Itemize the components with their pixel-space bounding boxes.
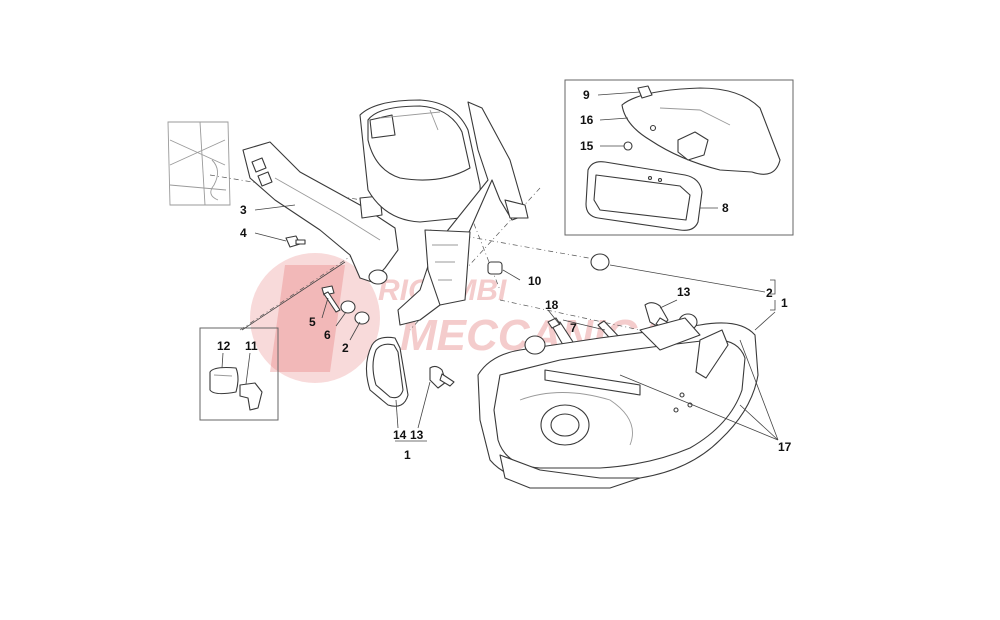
windscreen-fairing — [359, 99, 481, 223]
callout-12: 12 — [217, 339, 231, 353]
callout-4: 4 — [240, 226, 247, 240]
spacer-2-right — [590, 253, 610, 271]
rubber-grommet-10 — [487, 261, 503, 275]
callout-1-left: 1 — [404, 448, 411, 462]
headlight-bulb-housing-14 — [365, 336, 409, 407]
mounting-bracket — [242, 141, 399, 285]
callout-1-right: 1 — [781, 296, 788, 310]
callout-2-right: 2 — [766, 286, 773, 300]
callout-15: 15 — [580, 139, 594, 153]
screw-9 — [637, 85, 653, 99]
callout-labels: 9 16 15 8 3 4 10 2 1 13 18 7 5 6 2 12 11… — [217, 88, 792, 462]
callout-2-left: 2 — [342, 341, 349, 355]
callout-11: 11 — [245, 339, 258, 353]
callout-6: 6 — [324, 328, 331, 342]
frame-background-detail — [167, 121, 231, 206]
bulb-13-left — [429, 365, 455, 389]
watermark-disc — [250, 253, 380, 383]
callout-13-left: 13 — [410, 428, 424, 442]
screw-set-5-6-2 — [321, 285, 370, 325]
inset-box-instrument — [564, 79, 794, 236]
instrument-panel-8 — [585, 161, 703, 231]
callout-7: 7 — [570, 321, 577, 335]
callout-18: 18 — [545, 298, 559, 312]
callout-8: 8 — [722, 201, 729, 215]
callout-9: 9 — [583, 88, 590, 102]
side-reflector-12 — [209, 366, 239, 395]
callout-16: 16 — [580, 113, 594, 127]
callout-5: 5 — [309, 315, 316, 329]
instrument-cover-16 — [621, 87, 781, 175]
bolt-4 — [285, 235, 306, 248]
inset-box-reflector — [199, 327, 279, 421]
leader-lines — [221, 91, 779, 442]
nut-15 — [623, 141, 633, 151]
reflector-bracket-11 — [239, 382, 263, 411]
callout-13-right: 13 — [677, 285, 691, 299]
callout-3: 3 — [240, 203, 247, 217]
callout-14: 14 — [393, 428, 407, 442]
callout-17: 17 — [778, 440, 792, 454]
headlight-assembly — [477, 313, 759, 489]
fairing-support-frame — [397, 101, 529, 326]
callout-10: 10 — [528, 274, 542, 288]
